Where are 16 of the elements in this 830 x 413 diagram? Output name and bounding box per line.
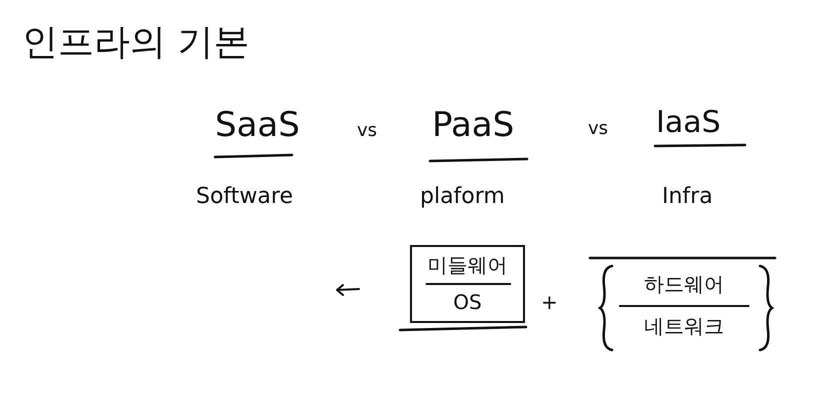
handwritten-label: IaaS — [656, 108, 721, 138]
handwritten-label: vs — [588, 120, 608, 138]
stack-box — [410, 245, 525, 323]
handwritten-label: vs — [357, 122, 378, 140]
node-text: 네트워크 — [643, 316, 725, 336]
handwritten-label: SaaS — [215, 108, 300, 142]
handwritten-label: Infra — [662, 186, 713, 208]
handwritten-label: plaform — [420, 186, 505, 208]
handwritten-label: Software — [196, 186, 293, 208]
node-text: 미들웨어 — [426, 254, 508, 274]
handwritten-label: PaaS — [432, 108, 514, 142]
title: 인프라의 기본 — [22, 25, 250, 61]
handwritten-label: + — [541, 292, 558, 312]
node-text: 하드웨어 — [643, 274, 725, 294]
node-text: OS — [452, 292, 483, 312]
brace-group — [598, 264, 774, 352]
